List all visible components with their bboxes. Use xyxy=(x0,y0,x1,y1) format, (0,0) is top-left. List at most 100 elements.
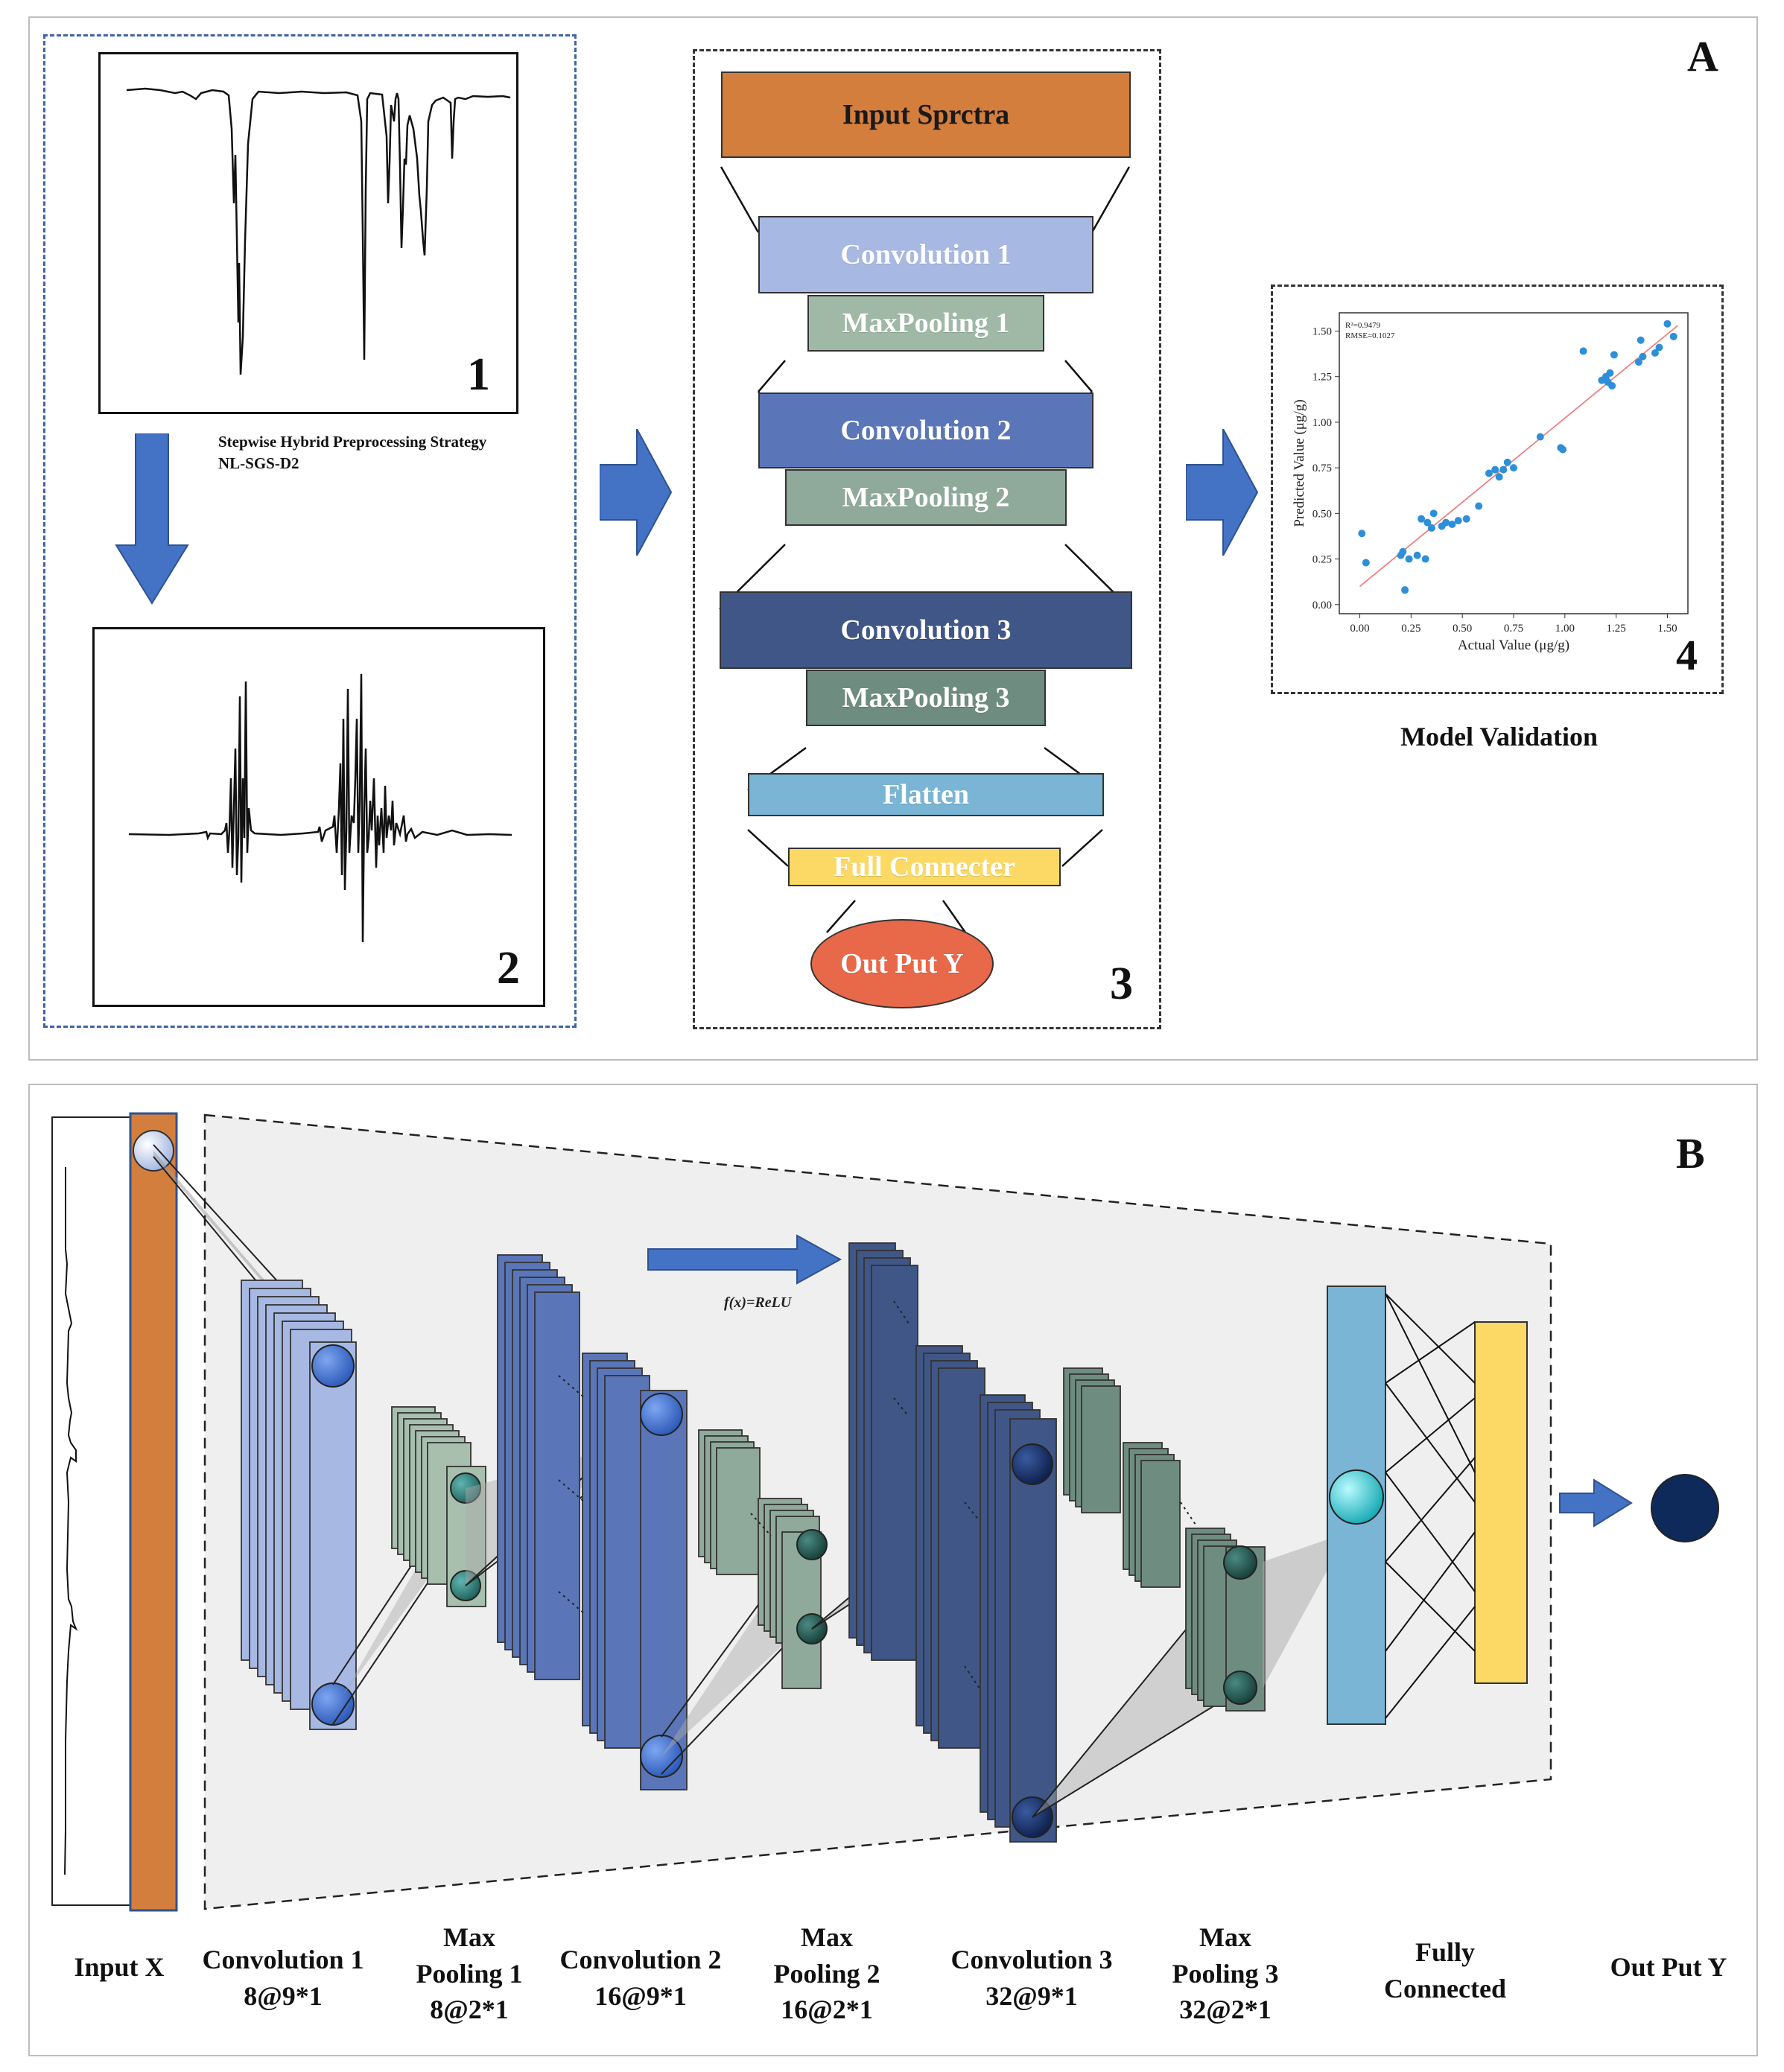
maxpooling-2-layer: MaxPooling 2 xyxy=(785,469,1067,526)
fully-text: Fully xyxy=(1415,1937,1475,1967)
r2-annotation: R²=0.9479 xyxy=(1345,321,1381,330)
scatter-point xyxy=(1503,458,1511,466)
convolution-1-layer: Convolution 1 xyxy=(758,216,1093,293)
ellipsis-dots xyxy=(1180,1501,1196,1525)
step-4-number: 4 xyxy=(1676,631,1698,679)
scatter-point xyxy=(1405,555,1413,563)
raw-spectrum-plot: 1 xyxy=(98,52,518,414)
scatter-point xyxy=(1606,369,1614,377)
raw-spectrum-trace xyxy=(126,87,511,375)
label-output-y: Out Put Y xyxy=(1587,1949,1750,1986)
y-tick-label: 1.25 xyxy=(1312,372,1332,384)
label-pool1: Max Pooling 1 8@2*1 xyxy=(395,1919,544,2028)
y-axis-label: Predicted Value (μg/g) xyxy=(1292,399,1307,527)
conv1-name-text: Convolution 1 xyxy=(202,1945,364,1974)
label-pool3: Max Pooling 3 32@2*1 xyxy=(1151,1919,1300,2028)
scatter-point xyxy=(1429,509,1438,518)
conv1-node-top xyxy=(311,1344,355,1388)
pool1-dim-text: 8@2*1 xyxy=(430,1995,509,2025)
conv3-dim-text: 32@9*1 xyxy=(985,1980,1078,2011)
preprocess-method-text: NL-SGS-D2 xyxy=(218,454,299,473)
ellipsis-dots xyxy=(750,1513,772,1536)
fit-line xyxy=(1359,325,1678,587)
scatter-point xyxy=(1491,465,1499,474)
scatter-point xyxy=(1358,530,1366,538)
label-conv3: Convolution 3 32@9*1 xyxy=(935,1942,1129,2014)
scatter-point xyxy=(1454,517,1462,525)
panel-b: B xyxy=(28,1084,1758,2056)
x-tick-label: 1.00 xyxy=(1555,623,1575,635)
pool2-name-2-text: Pooling 2 xyxy=(773,1958,880,1989)
pool3-name-1-text: Max xyxy=(1199,1922,1251,1952)
validation-scatter-plot: Predicted Value (μg/g) Actual Value (μg/… xyxy=(1292,312,1689,653)
output-y-node: Out Put Y xyxy=(810,919,994,1008)
x-tick-label: 0.50 xyxy=(1453,623,1472,635)
scatter-point xyxy=(1423,518,1432,527)
relu-arrow-icon xyxy=(647,1234,842,1285)
y-tick-label: 0.50 xyxy=(1312,508,1332,520)
model-validation-title: Model Validation xyxy=(1400,722,1599,751)
scatter-point xyxy=(1608,381,1616,390)
right-arrow-icon-1 xyxy=(600,429,673,556)
input-spectra-layer: Input Sprctra xyxy=(721,71,1131,158)
conv2-name-text: Convolution 2 xyxy=(559,1945,722,1974)
conv2-feature-maps xyxy=(497,1254,688,1790)
y-tick-label: 0.75 xyxy=(1312,463,1332,474)
conv3-node-top xyxy=(1012,1443,1053,1485)
conv1-feature-maps xyxy=(241,1280,357,1730)
maxpooling-3-layer: MaxPooling 3 xyxy=(806,670,1046,726)
scatter-point xyxy=(1418,515,1426,523)
plot-area xyxy=(1339,312,1689,614)
scatter-point xyxy=(1499,465,1508,474)
down-arrow-icon xyxy=(115,433,189,605)
y-tick-label: 1.00 xyxy=(1312,417,1332,429)
dense-vector xyxy=(1474,1321,1528,1684)
x-tick-label: 1.25 xyxy=(1607,623,1626,635)
panel-b-letter: B xyxy=(1676,1129,1705,1178)
scatter-point xyxy=(1495,473,1503,481)
full-connecter-layer: Full Connecter xyxy=(788,848,1061,886)
x-axis-label: Actual Value (μg/g) xyxy=(1458,638,1569,653)
output-node xyxy=(1651,1474,1719,1542)
scatter-point xyxy=(1448,521,1456,529)
scatter-point xyxy=(1655,343,1663,352)
connector-line xyxy=(661,1628,801,1775)
panel-a-letter: A xyxy=(1687,32,1718,80)
convolution-2-layer: Convolution 2 xyxy=(758,393,1093,468)
cnn-detail-diagram: f(x)=ReLU xyxy=(51,1112,1719,1912)
x-tick-label: 0.25 xyxy=(1401,623,1420,635)
ellipsis-dots xyxy=(893,1300,980,1689)
scatter-point xyxy=(1510,464,1517,472)
input-x-bar xyxy=(129,1112,178,1912)
maxpooling-1-layer: MaxPooling 1 xyxy=(807,295,1044,352)
scatter-point xyxy=(1634,358,1642,366)
fully-connected-links xyxy=(1385,1293,1476,1719)
label-conv1: Convolution 1 8@9*1 xyxy=(186,1942,380,2014)
scatter-point xyxy=(1639,352,1647,360)
label-pool2: Max Pooling 2 16@2*1 xyxy=(752,1919,901,2028)
pool3-feature-maps xyxy=(1063,1367,1266,1712)
pool3-dim-text: 32@2*1 xyxy=(1179,1995,1272,2025)
scatter-point xyxy=(1475,502,1483,510)
scatter-point xyxy=(1442,518,1450,527)
input-spectrum-trace xyxy=(64,1167,78,1875)
conv1-node-bottom xyxy=(311,1682,355,1726)
scatter-point xyxy=(1413,551,1421,559)
pool1-name-1-text: Max xyxy=(443,1922,495,1952)
preprocess-caption: Stepwise Hybrid Preprocessing Strategy N… xyxy=(218,431,486,475)
pool3-node-top xyxy=(1223,1545,1257,1580)
label-conv2: Convolution 2 16@9*1 xyxy=(544,1942,737,2014)
connector-line xyxy=(1032,1688,1243,1818)
preprocess-strategy-text: Stepwise Hybrid Preprocessing Strategy xyxy=(218,433,487,451)
scatter-point xyxy=(1651,349,1659,357)
pool1-node-top xyxy=(450,1472,481,1504)
conv2-node-bottom xyxy=(640,1735,683,1778)
y-tick-label: 0.25 xyxy=(1312,554,1332,566)
scatter-point xyxy=(1462,515,1470,523)
cnn-architecture-group xyxy=(693,49,1161,1029)
model-validation-group xyxy=(1271,285,1724,694)
x-tick-label: 1.50 xyxy=(1657,623,1677,635)
flatten-node xyxy=(1329,1469,1384,1525)
preprocessed-spectrum-plot: 2 xyxy=(92,627,545,1007)
conv3-name-text: Convolution 3 xyxy=(950,1945,1113,1974)
